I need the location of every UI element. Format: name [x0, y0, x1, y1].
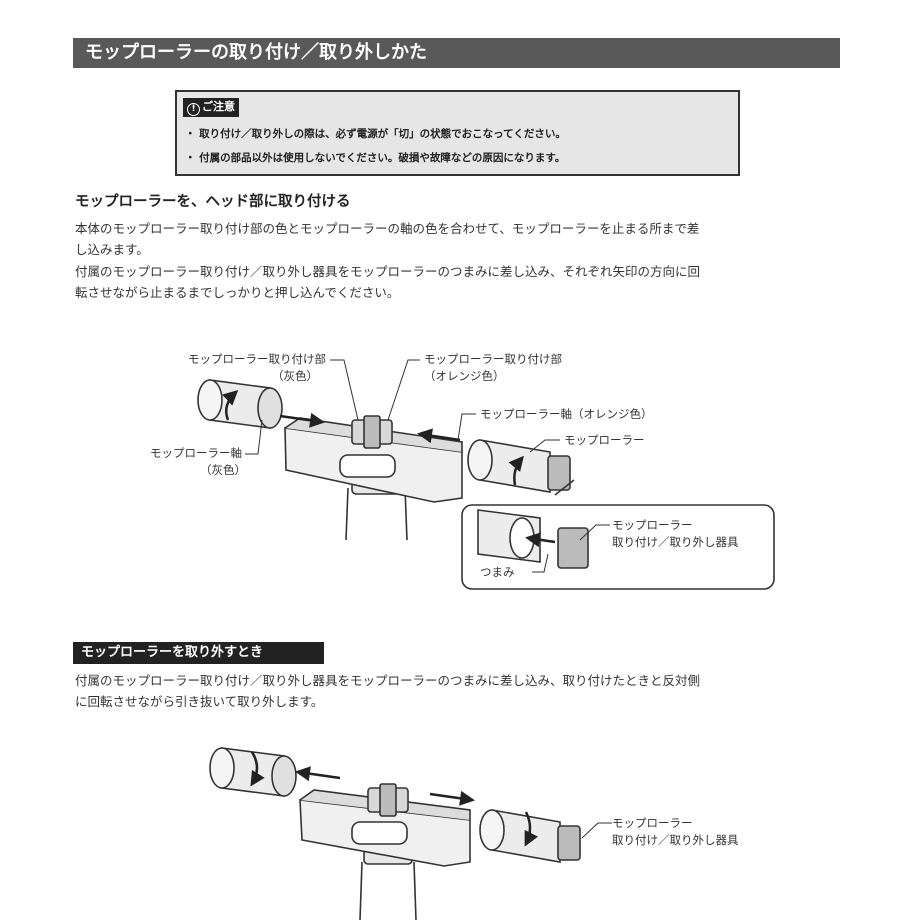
attach-paragraph-line-3: 付属のモップローラー取り付け／取り外し器具をモップローラーのつまみに差し込み、そ… [75, 264, 701, 279]
attach-heading: モップローラーを、ヘッド部に取り付ける [75, 194, 351, 210]
label-mount-orange: モップローラー取り付け部 [424, 352, 562, 366]
label-tool-name: 取り付け／取り外し器具 [612, 535, 739, 549]
label-mount-orange-color: （オレンジ色） [424, 369, 505, 383]
caution-label: !ご注意 [183, 98, 239, 117]
label-shaft-gray-color: （灰色） [200, 463, 246, 477]
label-shaft-orange: モップローラー軸（オレンジ色） [480, 407, 653, 421]
label-knob: つまみ [480, 565, 515, 579]
remove-heading: モップローラーを取り外すとき [73, 642, 324, 664]
attach-paragraph-line-2: し込みます。 [75, 242, 149, 257]
caution-box: !ご注意 ・ 取り付け／取り外しの際は、必ず電源が「切」の状態でおこなってくださ… [175, 90, 740, 176]
label-mount-gray-color: （灰色） [272, 369, 318, 383]
label-roller: モップローラー [564, 433, 645, 447]
exclamation-circle-icon: ! [187, 103, 200, 116]
page-title: モップローラーの取り付け／取り外しかた [73, 38, 840, 68]
label-mount-gray: モップローラー取り付け部 [188, 352, 326, 366]
label-shaft-gray: モップローラー軸 [150, 446, 242, 460]
label-tool: モップローラー [612, 518, 693, 532]
caution-line-1: ・ 取り付け／取り外しの際は、必ず電源が「切」の状態でおこなってください。 [185, 128, 566, 140]
attach-paragraph-line-1: 本体のモップローラー取り付け部の色とモップローラーの軸の色を合わせて、モップロー… [75, 221, 700, 236]
remove-paragraph-line-1: 付属のモップローラー取り付け／取り外し器具をモップローラーのつまみに差し込み、取… [75, 673, 701, 688]
label-tool-2: モップローラー [612, 816, 693, 830]
caution-line-2: ・ 付属の部品以外は使用しないでください。破損や故障などの原因になります。 [185, 152, 566, 164]
remove-paragraph-line-2: に回転させながら引き抜いて取り外します。 [75, 694, 324, 709]
label-tool-name-2: 取り付け／取り外し器具 [612, 833, 739, 847]
attach-paragraph-line-4: 転させながら止まるまでしっかりと押し込んでください。 [75, 285, 400, 300]
